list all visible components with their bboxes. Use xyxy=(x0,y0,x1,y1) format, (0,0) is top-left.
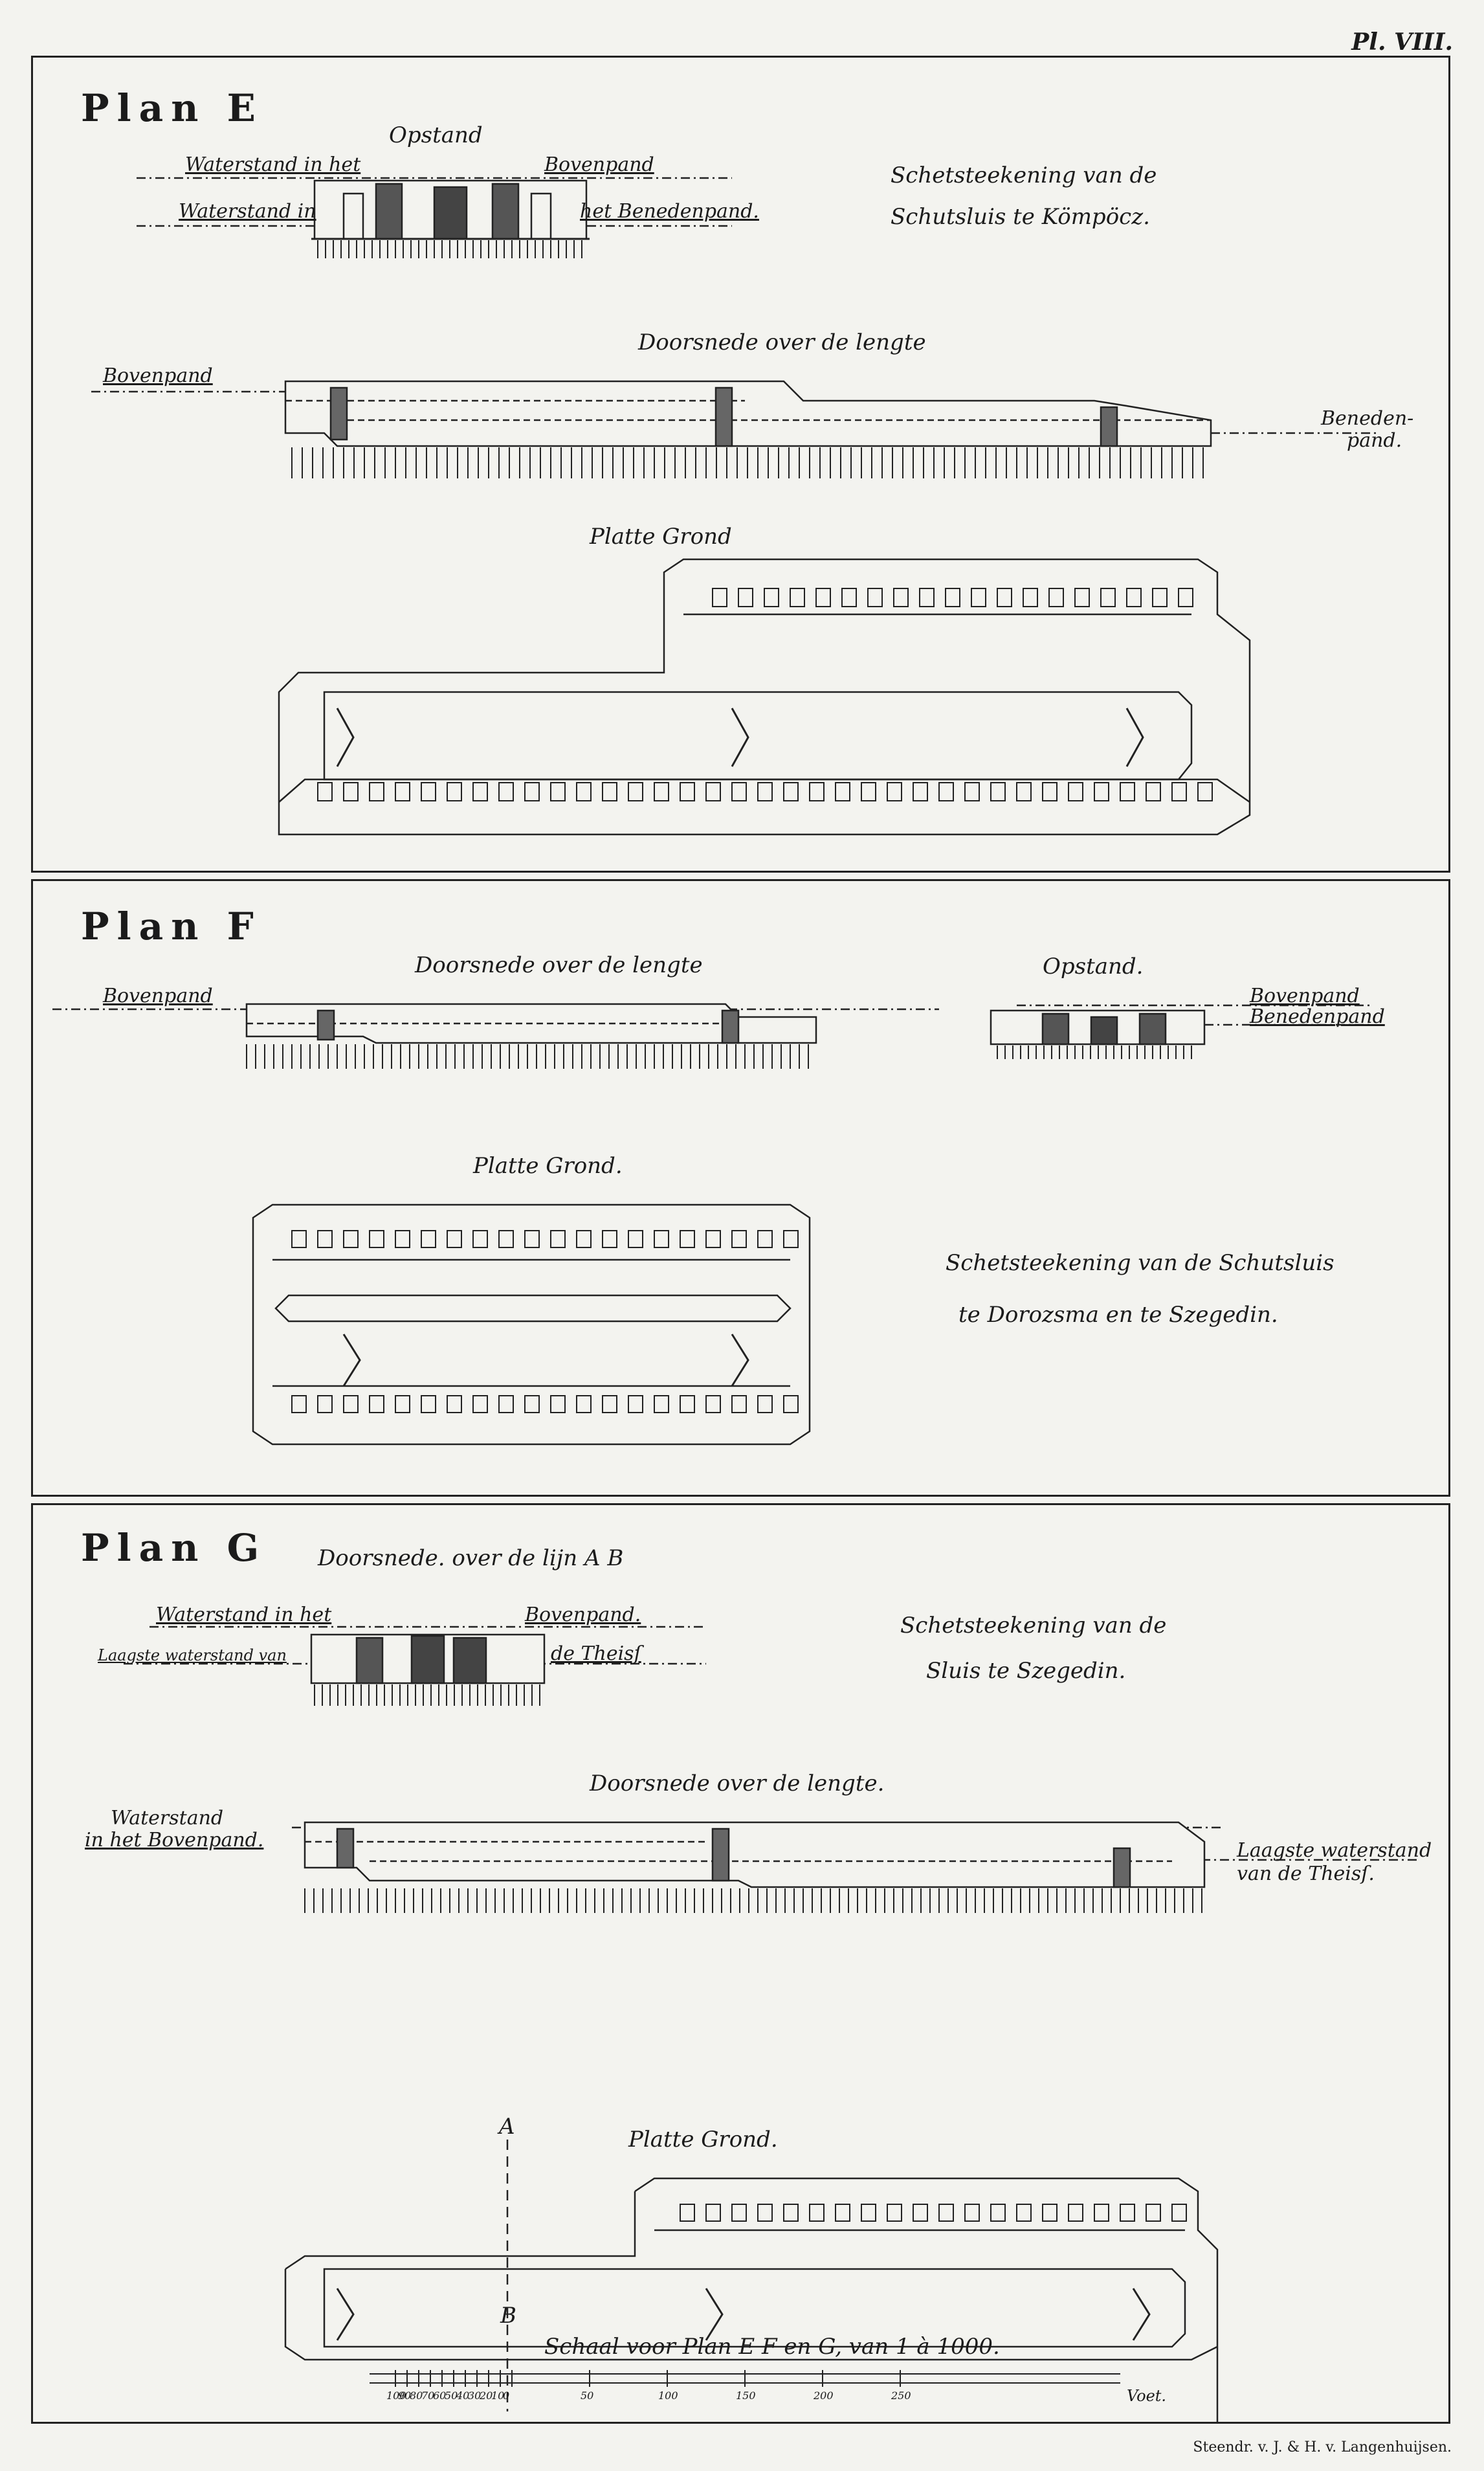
plan-f-opstand-label: Opstand. xyxy=(1043,954,1144,979)
plan-g-description-1: Schetsteekening van de xyxy=(900,1613,1167,1638)
plan-e-opstand-label: Opstand xyxy=(389,122,483,148)
plan-f-long-section-label: Doorsnede over de lengte xyxy=(415,952,703,978)
plan-e-water-lower-right: het Benedenpand. xyxy=(580,200,759,223)
scale-tick-label: 30 xyxy=(468,2389,482,2402)
plan-e-plan-view-label: Platte Grond xyxy=(590,524,732,550)
plan-f-panel: Plan F Doorsnede over de lengte Bovenpan… xyxy=(31,879,1450,1497)
plan-g-drawing xyxy=(124,1626,1418,2422)
plan-e-description-1: Schetsteekening van de xyxy=(891,162,1157,188)
plan-e-long-section-label: Doorsnede over de lengte xyxy=(638,330,926,355)
plan-g-panel: Plan G Doorsnede. over de lijn A B Water… xyxy=(31,1503,1450,2424)
plan-e-drawing xyxy=(91,177,1379,836)
plan-e-long-right-1: Beneden- xyxy=(1321,407,1414,430)
plan-e-long-left: Bovenpand xyxy=(103,364,213,387)
plan-f-drawing xyxy=(52,1003,1373,1446)
scale-tick-label: 10 xyxy=(491,2389,505,2402)
scale-tick-label: 150 xyxy=(736,2389,756,2402)
scale-tick-label: 90 xyxy=(398,2389,412,2402)
plan-g-water-upper-left: Waterstand in het xyxy=(156,1604,332,1626)
plan-g-long-left-1: Waterstand xyxy=(111,1807,224,1829)
plan-f-long-left: Bovenpand xyxy=(103,985,213,1007)
scale-tick-label: 40 xyxy=(456,2389,470,2402)
engraver-credit: Steendr. v. J. & H. v. Langenhuijsen. xyxy=(1193,2439,1452,2455)
plate-number: Pl. VIII. xyxy=(1351,28,1453,56)
plan-e-water-lower-left: Waterstand in xyxy=(179,200,316,223)
scale-tick-label: 50 xyxy=(581,2389,594,2402)
plan-f-description-2: te Dorozsma en te Szegedin. xyxy=(958,1302,1278,1328)
scale-tick-label: 60 xyxy=(433,2389,447,2402)
scale-title: Schaal voor Plan E F en G, van 1 à 1000. xyxy=(544,2334,1000,2360)
plan-g-water-upper-right: Bovenpand. xyxy=(525,1604,641,1626)
plan-g-title: Plan G xyxy=(81,1526,267,1570)
plan-f-plan-view-label: Platte Grond. xyxy=(473,1153,623,1179)
plan-g-cross-section-label: Doorsnede. over de lijn A B xyxy=(318,1545,624,1571)
plan-e-panel: Plan E Opstand Waterstand in het Bovenpa… xyxy=(31,56,1450,873)
plan-e-water-upper-left: Waterstand in het xyxy=(185,153,361,176)
plan-g-plan-view-label: Platte Grond. xyxy=(628,2127,778,2152)
plan-g-long-right-2: van de Theisſ. xyxy=(1237,1862,1375,1885)
scale-tick-label: 100 xyxy=(658,2389,678,2402)
scale-tick-label: 200 xyxy=(814,2389,834,2402)
section-line-a-label: A xyxy=(499,2114,515,2140)
plan-e-title: Plan E xyxy=(81,86,263,130)
plan-g-long-left-2: in het Bovenpand. xyxy=(85,1829,264,1851)
plan-g-description-2: Sluis te Szegedin. xyxy=(926,1658,1126,1684)
scale-tick-label: 50 xyxy=(445,2389,458,2402)
scale-tick-label: 250 xyxy=(891,2389,911,2402)
section-line-b-label: B xyxy=(500,2303,516,2329)
plan-g-water-lower-right: de Theisſ xyxy=(551,1642,641,1665)
plan-g-long-right-1: Laagste waterstand xyxy=(1237,1839,1432,1862)
scale-tick-label: 100 xyxy=(386,2389,406,2402)
plan-e-description-2: Schutsluis te Kömpöcz. xyxy=(891,204,1150,230)
plan-f-description-1: Schetsteekening van de Schutsluis xyxy=(946,1250,1334,1276)
plan-f-water-upper: Bovenpand xyxy=(1250,985,1360,1007)
plan-f-title: Plan F xyxy=(81,904,261,948)
plan-g-long-section-label: Doorsnede over de lengte. xyxy=(590,1771,885,1796)
scale-unit: Voet. xyxy=(1127,2387,1167,2405)
scale-tick-label: 20 xyxy=(480,2389,493,2402)
scale-tick-label: 70 xyxy=(421,2389,435,2402)
plan-f-water-lower: Benedenpand xyxy=(1250,1005,1385,1028)
plan-e-long-right-2: pand. xyxy=(1347,429,1402,452)
plan-e-water-upper-right: Bovenpand xyxy=(544,153,654,176)
scale-tick-label: 0 xyxy=(503,2389,510,2402)
scale-tick-label: 80 xyxy=(410,2389,423,2402)
plan-g-water-lower-left: Laagste waterstand van xyxy=(98,1646,287,1664)
